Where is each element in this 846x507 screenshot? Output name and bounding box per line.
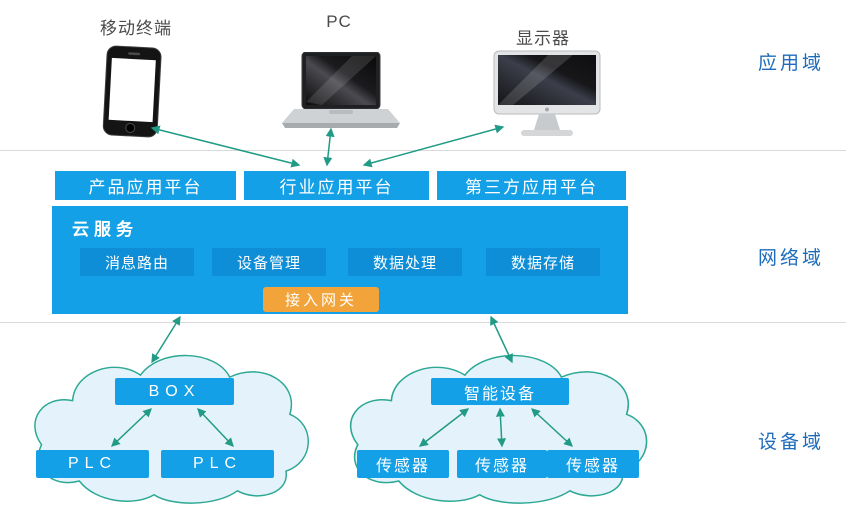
arrow-smartdevice-sensor1 (418, 408, 470, 447)
mobile-terminal-label: 移动终端 (100, 19, 172, 38)
arrow-box-plc1 (111, 408, 152, 447)
domain-label-device: 设备域 (758, 432, 825, 453)
platform-industry: 行业应用平台 (244, 171, 429, 200)
cloud-service-title: 云服务 (72, 220, 138, 239)
access-gateway-badge: 接入网关 (263, 287, 379, 312)
arrow-smartdevice-sensor2 (495, 407, 507, 448)
sensor-node-3: 传感器 (547, 450, 639, 478)
pc-label: PC (326, 12, 352, 31)
module-data-processing: 数据处理 (348, 248, 462, 276)
arrow-smartdevice-sensor3 (531, 408, 573, 447)
arrow-monitor-platform (362, 124, 505, 168)
platform-product: 产品应用平台 (55, 171, 236, 200)
monitor-label: 显示器 (516, 29, 570, 48)
module-device-management: 设备管理 (212, 248, 326, 276)
platform-thirdparty: 第三方应用平台 (437, 171, 626, 200)
monitor-icon (493, 50, 601, 147)
sensor-node-1: 传感器 (357, 450, 449, 478)
arrow-gateway-right-cloud (490, 315, 513, 364)
module-data-storage: 数据存储 (486, 248, 600, 276)
arrow-mobile-platform (150, 125, 301, 168)
domain-separator-bottom (0, 322, 846, 323)
arrow-box-plc2 (197, 408, 234, 447)
plc-node-1: PLC (36, 450, 149, 478)
smartphone-icon (100, 44, 165, 144)
box-node: BOX (115, 378, 234, 405)
plc-node-2: PLC (161, 450, 274, 478)
sensor-node-2: 传感器 (457, 450, 547, 478)
laptop-icon (282, 51, 400, 135)
arrow-gateway-left-cloud (151, 315, 181, 364)
domain-label-network: 网络域 (758, 248, 825, 269)
arrow-pc-platform (323, 127, 335, 167)
smart-device-node: 智能设备 (431, 378, 569, 405)
domain-label-application: 应用域 (758, 53, 825, 74)
module-message-routing: 消息路由 (80, 248, 194, 276)
